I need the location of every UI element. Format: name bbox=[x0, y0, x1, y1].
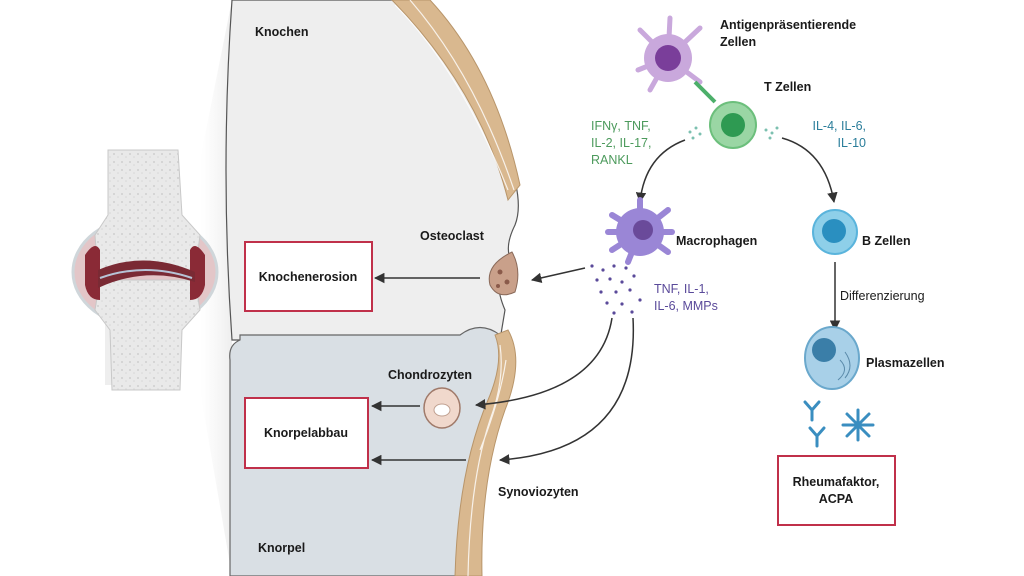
osteoclast-cell bbox=[488, 251, 519, 296]
bone-label: Knochen bbox=[255, 25, 308, 39]
bone-erosion-box: Knochenerosion bbox=[244, 241, 373, 312]
antibodies-box: Rheumafaktor, ACPA bbox=[777, 455, 896, 526]
differentiation-label: Differenzierung bbox=[840, 289, 925, 303]
synovium-tissue bbox=[391, 0, 521, 576]
knee-joint-illustration bbox=[71, 149, 219, 391]
synoviocytes-label: Synoviozyten bbox=[498, 485, 579, 499]
plasma-cells-label: Plasmazellen bbox=[866, 356, 945, 370]
b-cell bbox=[812, 209, 858, 255]
zoom-wedge bbox=[200, 0, 232, 576]
antigen-presenting-cell bbox=[635, 15, 717, 104]
arrow-to-synoviocytes bbox=[498, 317, 635, 465]
arrow-to-osteoclast bbox=[530, 267, 586, 284]
cartilage-loss-box: Knorpelabbau bbox=[244, 397, 369, 469]
plasma-cell bbox=[804, 326, 860, 390]
cartilage-label: Knorpel bbox=[258, 541, 305, 555]
t-b-cytokines-1: IL-4, IL-6, bbox=[813, 119, 867, 133]
arrow-t-to-macrophage bbox=[635, 139, 686, 204]
macrophage-cytokines-1: TNF, IL-1, bbox=[654, 282, 709, 296]
apc-label-2: Zellen bbox=[720, 35, 756, 49]
apc-label-1: Antigenpräsentierende bbox=[720, 18, 856, 32]
osteoclast-label: Osteoclast bbox=[420, 229, 485, 243]
macrophage-cell bbox=[605, 197, 675, 265]
t-macro-cytokines-1: IFNγ, TNF, bbox=[591, 119, 651, 133]
macrophage-cytokines-2: IL-6, MMPs bbox=[654, 299, 718, 313]
macrophage-cytokine-dots bbox=[590, 264, 642, 315]
macrophages-label: Macrophagen bbox=[676, 234, 757, 248]
cartilage-loss-label: Knorpelabbau bbox=[264, 426, 348, 440]
t-macro-cytokines-2: IL-2, IL-17, bbox=[591, 136, 651, 150]
b-cells-label: B Zellen bbox=[862, 234, 911, 248]
t-cell bbox=[709, 101, 757, 149]
antibodies-label-1: Rheumafaktor, bbox=[793, 475, 880, 489]
t-b-cytokines-2: IL-10 bbox=[838, 136, 867, 150]
chondrocyte-cell bbox=[423, 387, 461, 429]
antibody-icons bbox=[803, 400, 875, 448]
cytokine-dots bbox=[688, 126, 779, 140]
antibodies-label-2: ACPA bbox=[819, 492, 854, 506]
arrow-t-to-b bbox=[781, 137, 838, 204]
bone-erosion-label: Knochenerosion bbox=[259, 270, 358, 284]
t-cells-label: T Zellen bbox=[764, 80, 811, 94]
chondrocytes-label: Chondrozyten bbox=[388, 368, 472, 382]
t-macro-cytokines-3: RANKL bbox=[591, 153, 633, 167]
arrow-to-chondrocytes bbox=[474, 317, 613, 410]
